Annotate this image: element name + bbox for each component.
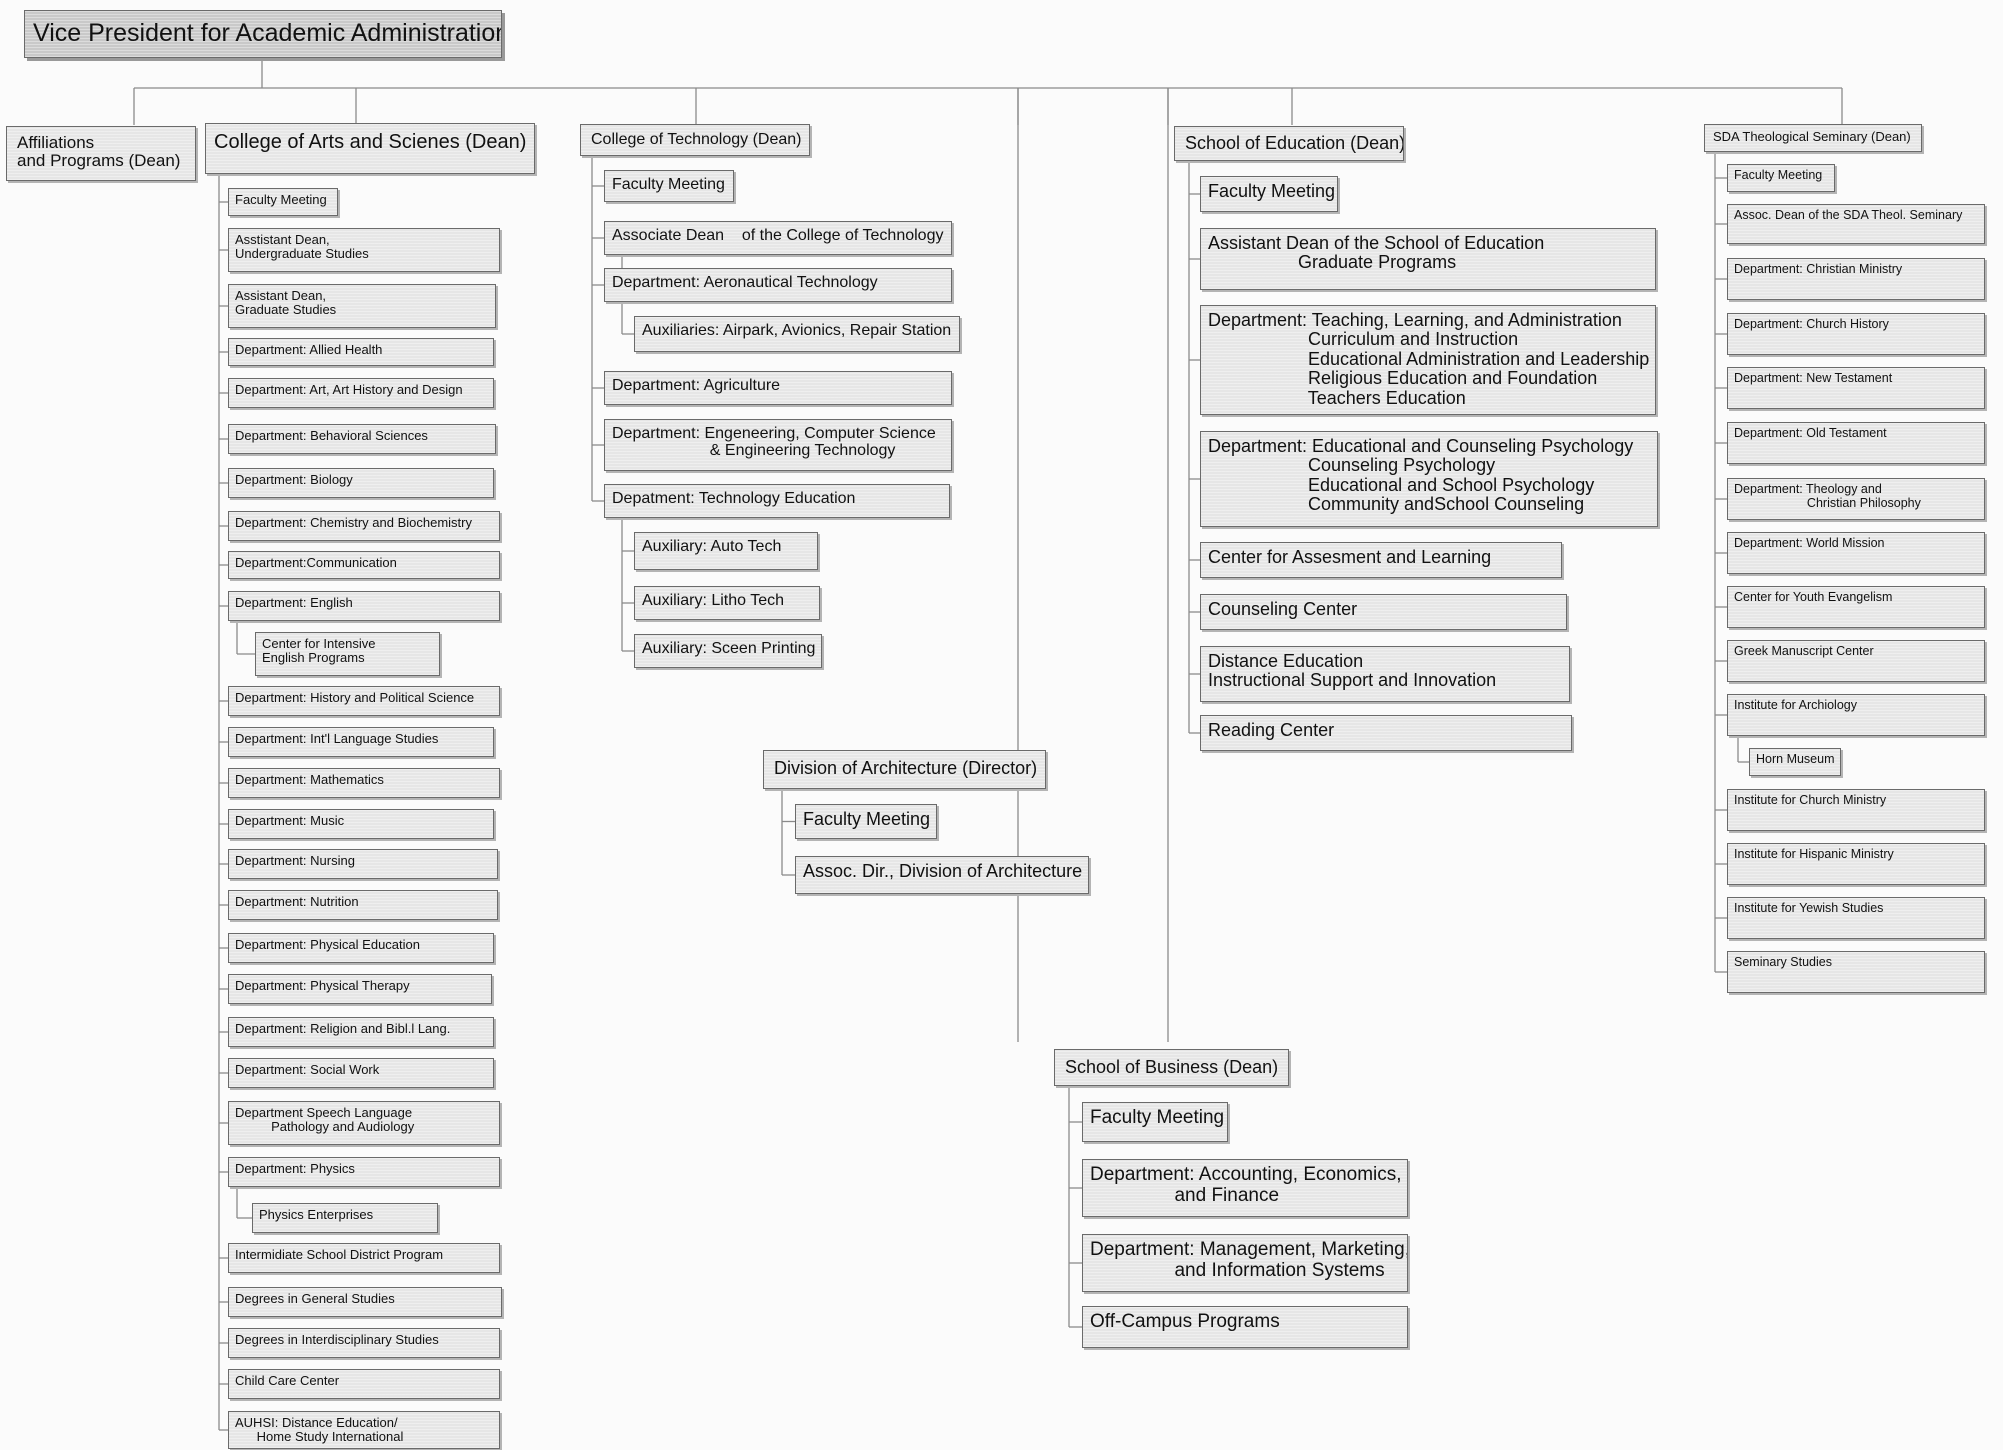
arts-item-0: Faculty Meeting (228, 188, 338, 216)
business-item-0: Faculty Meeting (1082, 1102, 1228, 1142)
arts-item-28: AUHSI: Distance Education/ Home Study In… (228, 1411, 500, 1449)
architecture-item-1: Assoc. Dir., Division of Architecture (795, 856, 1089, 894)
arts-item-11: Department: History and Political Scienc… (228, 686, 500, 716)
arts-item-21: Department Speech Language Pathology and… (228, 1101, 500, 1145)
seminary-item-0: Faculty Meeting (1727, 164, 1835, 192)
arts-item-7: Department: Chemistry and Biochemistry (228, 511, 500, 541)
affiliations-dean: Affiliations and Programs (Dean) (6, 126, 196, 181)
arts-item-24: Intermidiate School District Program (228, 1243, 500, 1273)
school-business-dean: School of Business (Dean) (1054, 1049, 1289, 1086)
school-education-dean: School of Education (Dean) (1174, 126, 1404, 161)
arts-item-22: Department: Physics (228, 1157, 500, 1187)
arts-item-1: Asstistant Dean, Undergraduate Studies (228, 228, 500, 272)
arts-item-2: Assistant Dean, Graduate Studies (228, 284, 496, 328)
technology-item-9: Auxiliary: Sceen Printing (634, 634, 822, 668)
arts-item-16: Department: Nutrition (228, 890, 498, 920)
technology-item-0: Faculty Meeting (604, 170, 734, 202)
technology-item-4: Department: Agriculture (604, 371, 952, 405)
seminary-item-4: Department: New Testament (1727, 367, 1985, 409)
seminary-item-9: Greek Manuscript Center (1727, 640, 1985, 682)
seminary-item-1: Assoc. Dean of the SDA Theol. Seminary (1727, 204, 1985, 244)
arts-item-9: Department: English (228, 591, 500, 621)
arts-item-19: Department: Religion and Bibl.l Lang. (228, 1017, 494, 1047)
arts-item-4: Department: Art, Art History and Design (228, 378, 494, 408)
seminary-item-3: Department: Church History (1727, 313, 1985, 355)
seminary-item-13: Institute for Hispanic Ministry (1727, 843, 1985, 885)
sda-theological-seminary-dean: SDA Theological Seminary (Dean) (1704, 124, 1922, 152)
seminary-item-6: Department: Theology and Christian Philo… (1727, 478, 1985, 520)
arts-item-23: Physics Enterprises (252, 1203, 438, 1233)
arts-item-6: Department: Biology (228, 468, 494, 498)
arts-item-10: Center for Intensive English Programs (255, 632, 440, 676)
education-item-6: Distance Education Instructional Support… (1200, 646, 1570, 702)
technology-item-7: Auxiliary: Auto Tech (634, 532, 818, 570)
education-item-1: Assistant Dean of the School of Educatio… (1200, 228, 1656, 290)
technology-item-3: Auxiliaries: Airpark, Avionics, Repair S… (634, 316, 960, 352)
arts-item-8: Department:Communication (228, 551, 500, 579)
arts-item-12: Department: Int'l Language Studies (228, 727, 494, 757)
education-item-3: Department: Educational and Counseling P… (1200, 431, 1658, 527)
seminary-item-10: Institute for Archiology (1727, 694, 1985, 736)
education-item-7: Reading Center (1200, 715, 1572, 751)
business-item-3: Off-Campus Programs (1082, 1306, 1408, 1348)
education-item-5: Counseling Center (1200, 594, 1567, 630)
root-vice-president: Vice President for Academic Administrati… (24, 10, 502, 58)
education-item-4: Center for Assesment and Learning (1200, 542, 1562, 578)
division-architecture-director: Division of Architecture (Director) (763, 750, 1046, 789)
business-item-1: Department: Accounting, Economics, and F… (1082, 1159, 1408, 1217)
arts-item-18: Department: Physical Therapy (228, 974, 492, 1004)
education-item-0: Faculty Meeting (1200, 176, 1338, 212)
arts-item-3: Department: Allied Health (228, 338, 494, 366)
seminary-item-5: Department: Old Testament (1727, 422, 1985, 464)
seminary-item-2: Department: Christian Ministry (1727, 258, 1985, 300)
arts-item-17: Department: Physical Education (228, 933, 494, 963)
technology-item-6: Depatment: Technology Education (604, 484, 950, 518)
seminary-item-11: Horn Museum (1749, 748, 1841, 776)
architecture-item-0: Faculty Meeting (795, 804, 937, 839)
technology-item-5: Department: Engeneering, Computer Scienc… (604, 419, 952, 471)
seminary-item-12: Institute for Church Ministry (1727, 789, 1985, 831)
arts-item-20: Department: Social Work (228, 1058, 494, 1088)
arts-item-15: Department: Nursing (228, 849, 498, 879)
arts-item-14: Department: Music (228, 809, 494, 839)
arts-item-27: Child Care Center (228, 1369, 500, 1399)
college-technology-dean: College of Technology (Dean) (580, 124, 810, 156)
seminary-item-8: Center for Youth Evangelism (1727, 586, 1985, 628)
arts-item-13: Department: Mathematics (228, 768, 500, 798)
seminary-item-14: Institute for Yewish Studies (1727, 897, 1985, 939)
arts-item-26: Degrees in Interdisciplinary Studies (228, 1328, 500, 1358)
arts-item-5: Department: Behavioral Sciences (228, 424, 496, 454)
seminary-item-15: Seminary Studies (1727, 951, 1985, 993)
business-item-2: Department: Management, Marketing, and I… (1082, 1234, 1408, 1292)
arts-item-25: Degrees in General Studies (228, 1287, 502, 1317)
technology-item-1: Associate Dean of the College of Technol… (604, 221, 952, 255)
technology-item-8: Auxiliary: Litho Tech (634, 586, 820, 620)
seminary-item-7: Department: World Mission (1727, 532, 1985, 574)
college-arts-sciences-dean: College of Arts and Scienes (Dean) (205, 123, 535, 174)
education-item-2: Department: Teaching, Learning, and Admi… (1200, 305, 1656, 415)
technology-item-2: Department: Aeronautical Technology (604, 268, 952, 302)
